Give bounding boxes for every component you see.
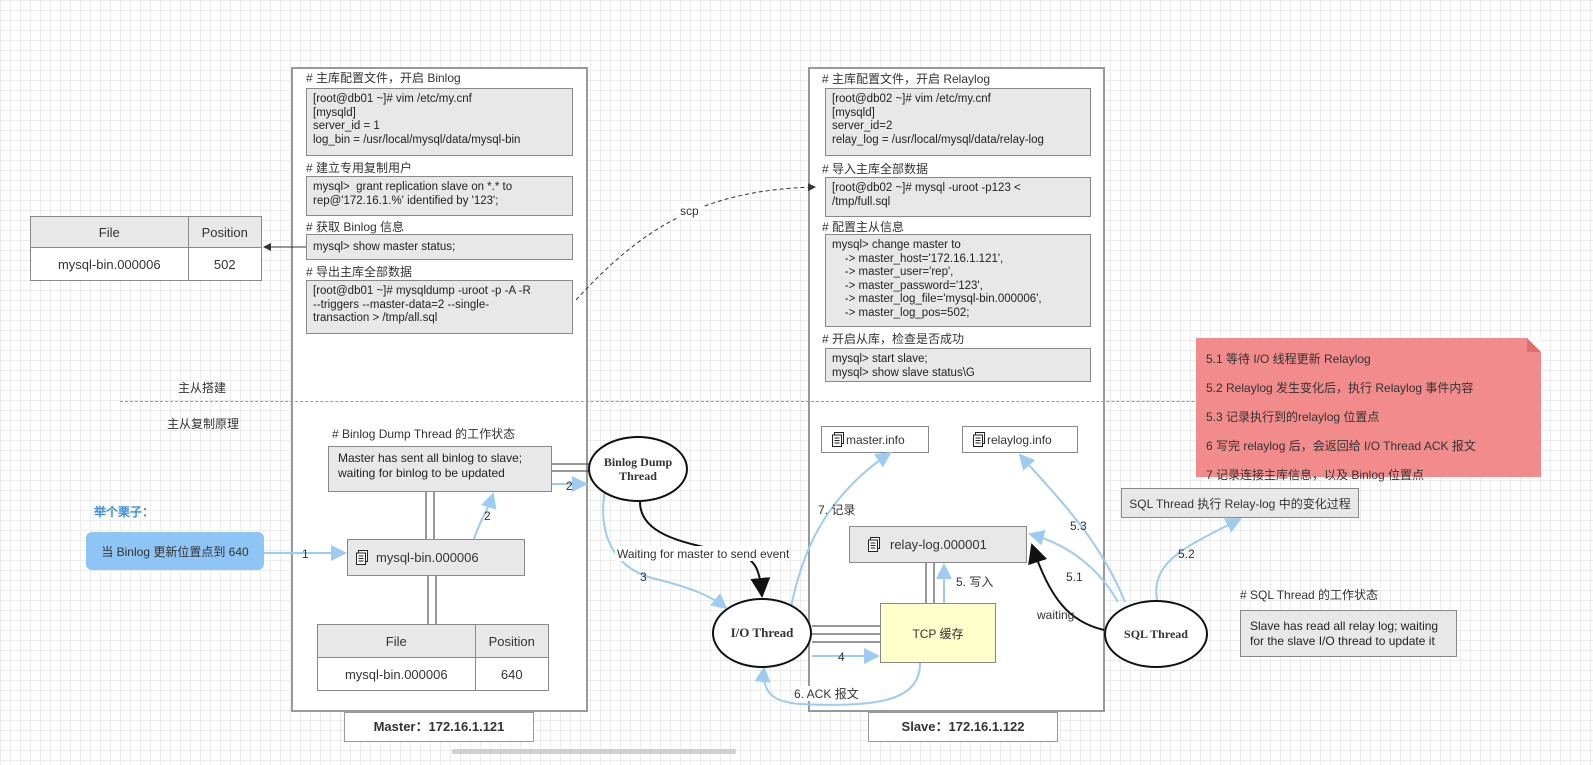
binlog-file-label: mysql-bin.000006: [376, 550, 479, 565]
explanation-note: 5.1 等待 I/O 线程更新 Relaylog 5.2 Relaylog 发生…: [1196, 338, 1541, 482]
slave-import-code: [root@db02 ~]# mysql -uroot -p123 < /tmp…: [825, 177, 1091, 217]
dump-thread-status: Master has sent all binlog to slave; wai…: [328, 446, 552, 492]
master-info-file: master.info: [821, 426, 929, 453]
slave-config-label: # 主库配置文件，开启 Relaylog: [822, 72, 991, 86]
master-title: Master：172.16.1.121: [344, 712, 534, 742]
slave-start-code: mysql> start slave; mysql> show slave st…: [825, 348, 1091, 382]
binlog-file-box: mysql-bin.000006: [347, 539, 525, 576]
dump-thread-state-label: # Binlog Dump Thread 的工作状态: [332, 427, 516, 441]
io-thread-label: I/O Thread: [730, 625, 794, 640]
edge-label-6: 6. ACK 报文: [794, 686, 859, 701]
sql-state-label: # SQL Thread 的工作状态: [1240, 588, 1379, 602]
relay-log-file-label: relay-log.000001: [890, 537, 987, 552]
edge-label-7: 7. 记录: [818, 503, 855, 517]
binlog-position-table: File Position mysql-bin.000006 640: [317, 624, 550, 691]
binlog-dump-thread: Binlog Dump Thread: [588, 436, 688, 502]
note-line-3: 5.3 记录执行到的relaylog 位置点: [1206, 410, 1380, 424]
edge-label-5-1: 5.1: [1066, 570, 1083, 584]
example-title: 举个栗子：: [94, 505, 155, 519]
master-dump-label: # 导出主库全部数据: [306, 265, 413, 279]
master-dump-code: [root@db01 ~]# mysqldump -uroot -p -A -R…: [306, 280, 573, 334]
table-header-position: Position: [474, 624, 550, 658]
example-box: 当 Binlog 更新位置点到 640: [86, 532, 264, 570]
note-line-2: 5.2 Relaylog 发生变化后，执行 Relaylog 事件内容: [1206, 381, 1474, 395]
master-status-code: mysql> show master status;: [306, 234, 573, 260]
note-fold-corner: [1527, 338, 1541, 352]
relaylog-info-label: relaylog.info: [987, 432, 1052, 447]
example-text: 当 Binlog 更新位置点到 640: [101, 544, 249, 559]
section-setup-label: 主从搭建: [178, 381, 227, 395]
slave-start-label: # 开启从库，检查是否成功: [822, 332, 965, 346]
relay-log-file-box: relay-log.000001: [849, 526, 1027, 563]
table-header-position: Position: [187, 216, 263, 248]
note-line-4: 6 写完 relaylog 后，会返回给 I/O Thread ACK 报文: [1206, 439, 1476, 453]
edge-label-3: 3: [640, 570, 647, 584]
table-cell-position: 502: [187, 247, 263, 281]
edge-label-waiting: waiting: [1036, 608, 1074, 622]
table-cell-file: mysql-bin.000006: [317, 657, 476, 691]
document-icon: [356, 550, 368, 565]
edge-label-1: 1: [302, 547, 309, 561]
edge-label-scp: scp: [680, 204, 699, 218]
binlog-dump-thread-label: Binlog Dump Thread: [603, 455, 673, 483]
section-principle-label: 主从复制原理: [167, 417, 240, 431]
sql-thread-label: SQL Thread: [1124, 626, 1188, 641]
master-user-code: mysql> grant replication slave on *.* to…: [306, 176, 573, 216]
slave-title: Slave：172.16.1.122: [868, 712, 1058, 742]
note-line-1: 5.1 等待 I/O 线程更新 Relaylog: [1206, 352, 1371, 366]
table-header-file: File: [30, 216, 189, 248]
document-icon: [832, 432, 844, 447]
master-panel: [291, 67, 588, 712]
document-icon: [973, 432, 985, 447]
sql-state-text: Slave has read all relay log; waiting fo…: [1240, 610, 1457, 657]
document-icon: [868, 537, 880, 552]
edge-label-waiting-event: Waiting for master to send event: [617, 547, 790, 561]
slave-config-code: [root@db02 ~]# vim /etc/my.cnf [mysqld] …: [825, 88, 1091, 156]
connector-lines: [263, 183, 1242, 706]
edge-label-2a: 2: [484, 509, 491, 523]
sql-thread: SQL Thread: [1104, 600, 1208, 668]
sql-exec-box: SQL Thread 执行 Relay-log 中的变化过程: [1121, 488, 1359, 518]
horizontal-scrollbar[interactable]: [452, 749, 736, 754]
master-config-label: # 主库配置文件，开启 Binlog: [306, 71, 461, 85]
edge-label-4: 4: [838, 650, 845, 664]
relaylog-info-file: relaylog.info: [962, 426, 1078, 453]
table-cell-file: mysql-bin.000006: [30, 247, 189, 281]
tcp-cache-label: TCP 缓存: [912, 626, 964, 641]
slave-change-master-label: # 配置主从信息: [822, 220, 905, 234]
master-info-label: master.info: [846, 432, 905, 447]
table-cell-position: 640: [474, 657, 550, 691]
sql-exec-label: SQL Thread 执行 Relay-log 中的变化过程: [1129, 496, 1351, 511]
edge-label-2b: 2: [566, 479, 573, 493]
connector-labels: scp 1 2 2 Waiting for master to send eve…: [302, 204, 1195, 701]
master-user-label: # 建立专用复制用户: [306, 161, 413, 175]
io-thread: I/O Thread: [712, 598, 812, 668]
master-config-code: [root@db01 ~]# vim /etc/my.cnf [mysqld] …: [306, 88, 573, 156]
master-info-label: # 获取 Binlog 信息: [306, 220, 405, 234]
edge-label-5-2: 5.2: [1178, 547, 1195, 561]
tcp-cache-box: TCP 缓存: [880, 603, 996, 663]
edge-label-5: 5. 写入: [956, 575, 993, 589]
slave-import-label: # 导入主库全部数据: [822, 162, 929, 176]
slave-change-master-code: mysql> change master to -> master_host='…: [825, 234, 1091, 327]
master-status-table: File Position mysql-bin.000006 502: [30, 216, 263, 281]
edge-label-5-3: 5.3: [1070, 519, 1087, 533]
note-line-5: 7 记录连接主库信息，以及 Binlog 位置点: [1206, 468, 1425, 482]
section-divider: [120, 401, 1540, 402]
